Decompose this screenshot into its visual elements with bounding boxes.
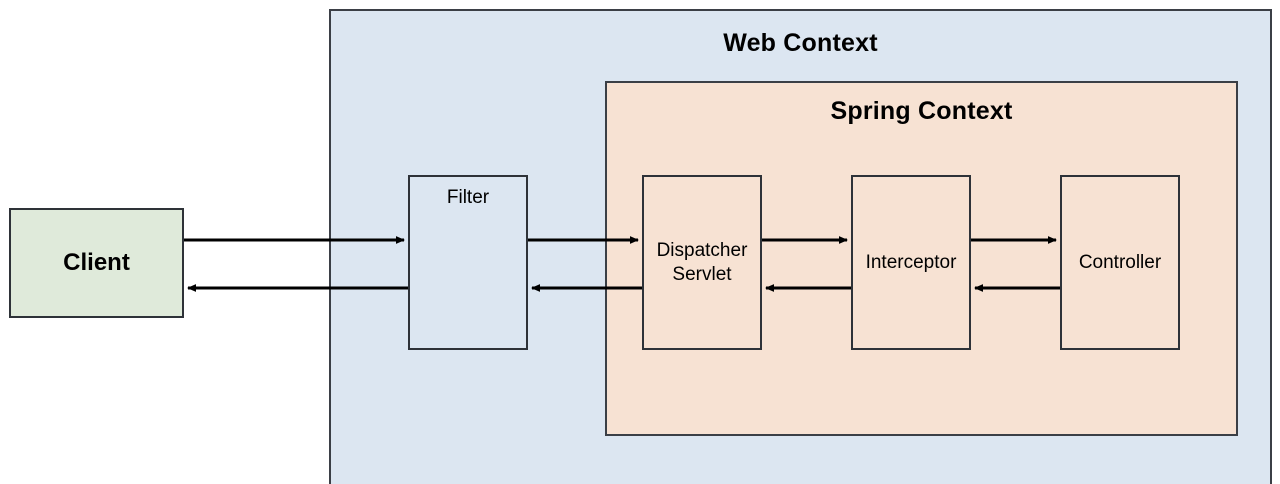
region-spring-context-title: Spring Context bbox=[830, 97, 1013, 125]
node-controller-label: Controller bbox=[1078, 251, 1162, 273]
node-dispatcher-servlet: Dispatcher Servlet bbox=[642, 175, 762, 350]
node-client-label: Client bbox=[63, 249, 130, 276]
node-controller: Controller bbox=[1060, 175, 1180, 350]
node-dispatcher-servlet-label: Dispatcher Servlet bbox=[656, 239, 748, 285]
node-interceptor-label: Interceptor bbox=[865, 251, 957, 273]
region-web-context-title: Web Context bbox=[723, 29, 878, 57]
node-client: Client bbox=[9, 208, 184, 318]
node-interceptor: Interceptor bbox=[851, 175, 971, 350]
node-filter: Filter bbox=[408, 175, 528, 350]
node-filter-label: Filter bbox=[446, 187, 490, 208]
